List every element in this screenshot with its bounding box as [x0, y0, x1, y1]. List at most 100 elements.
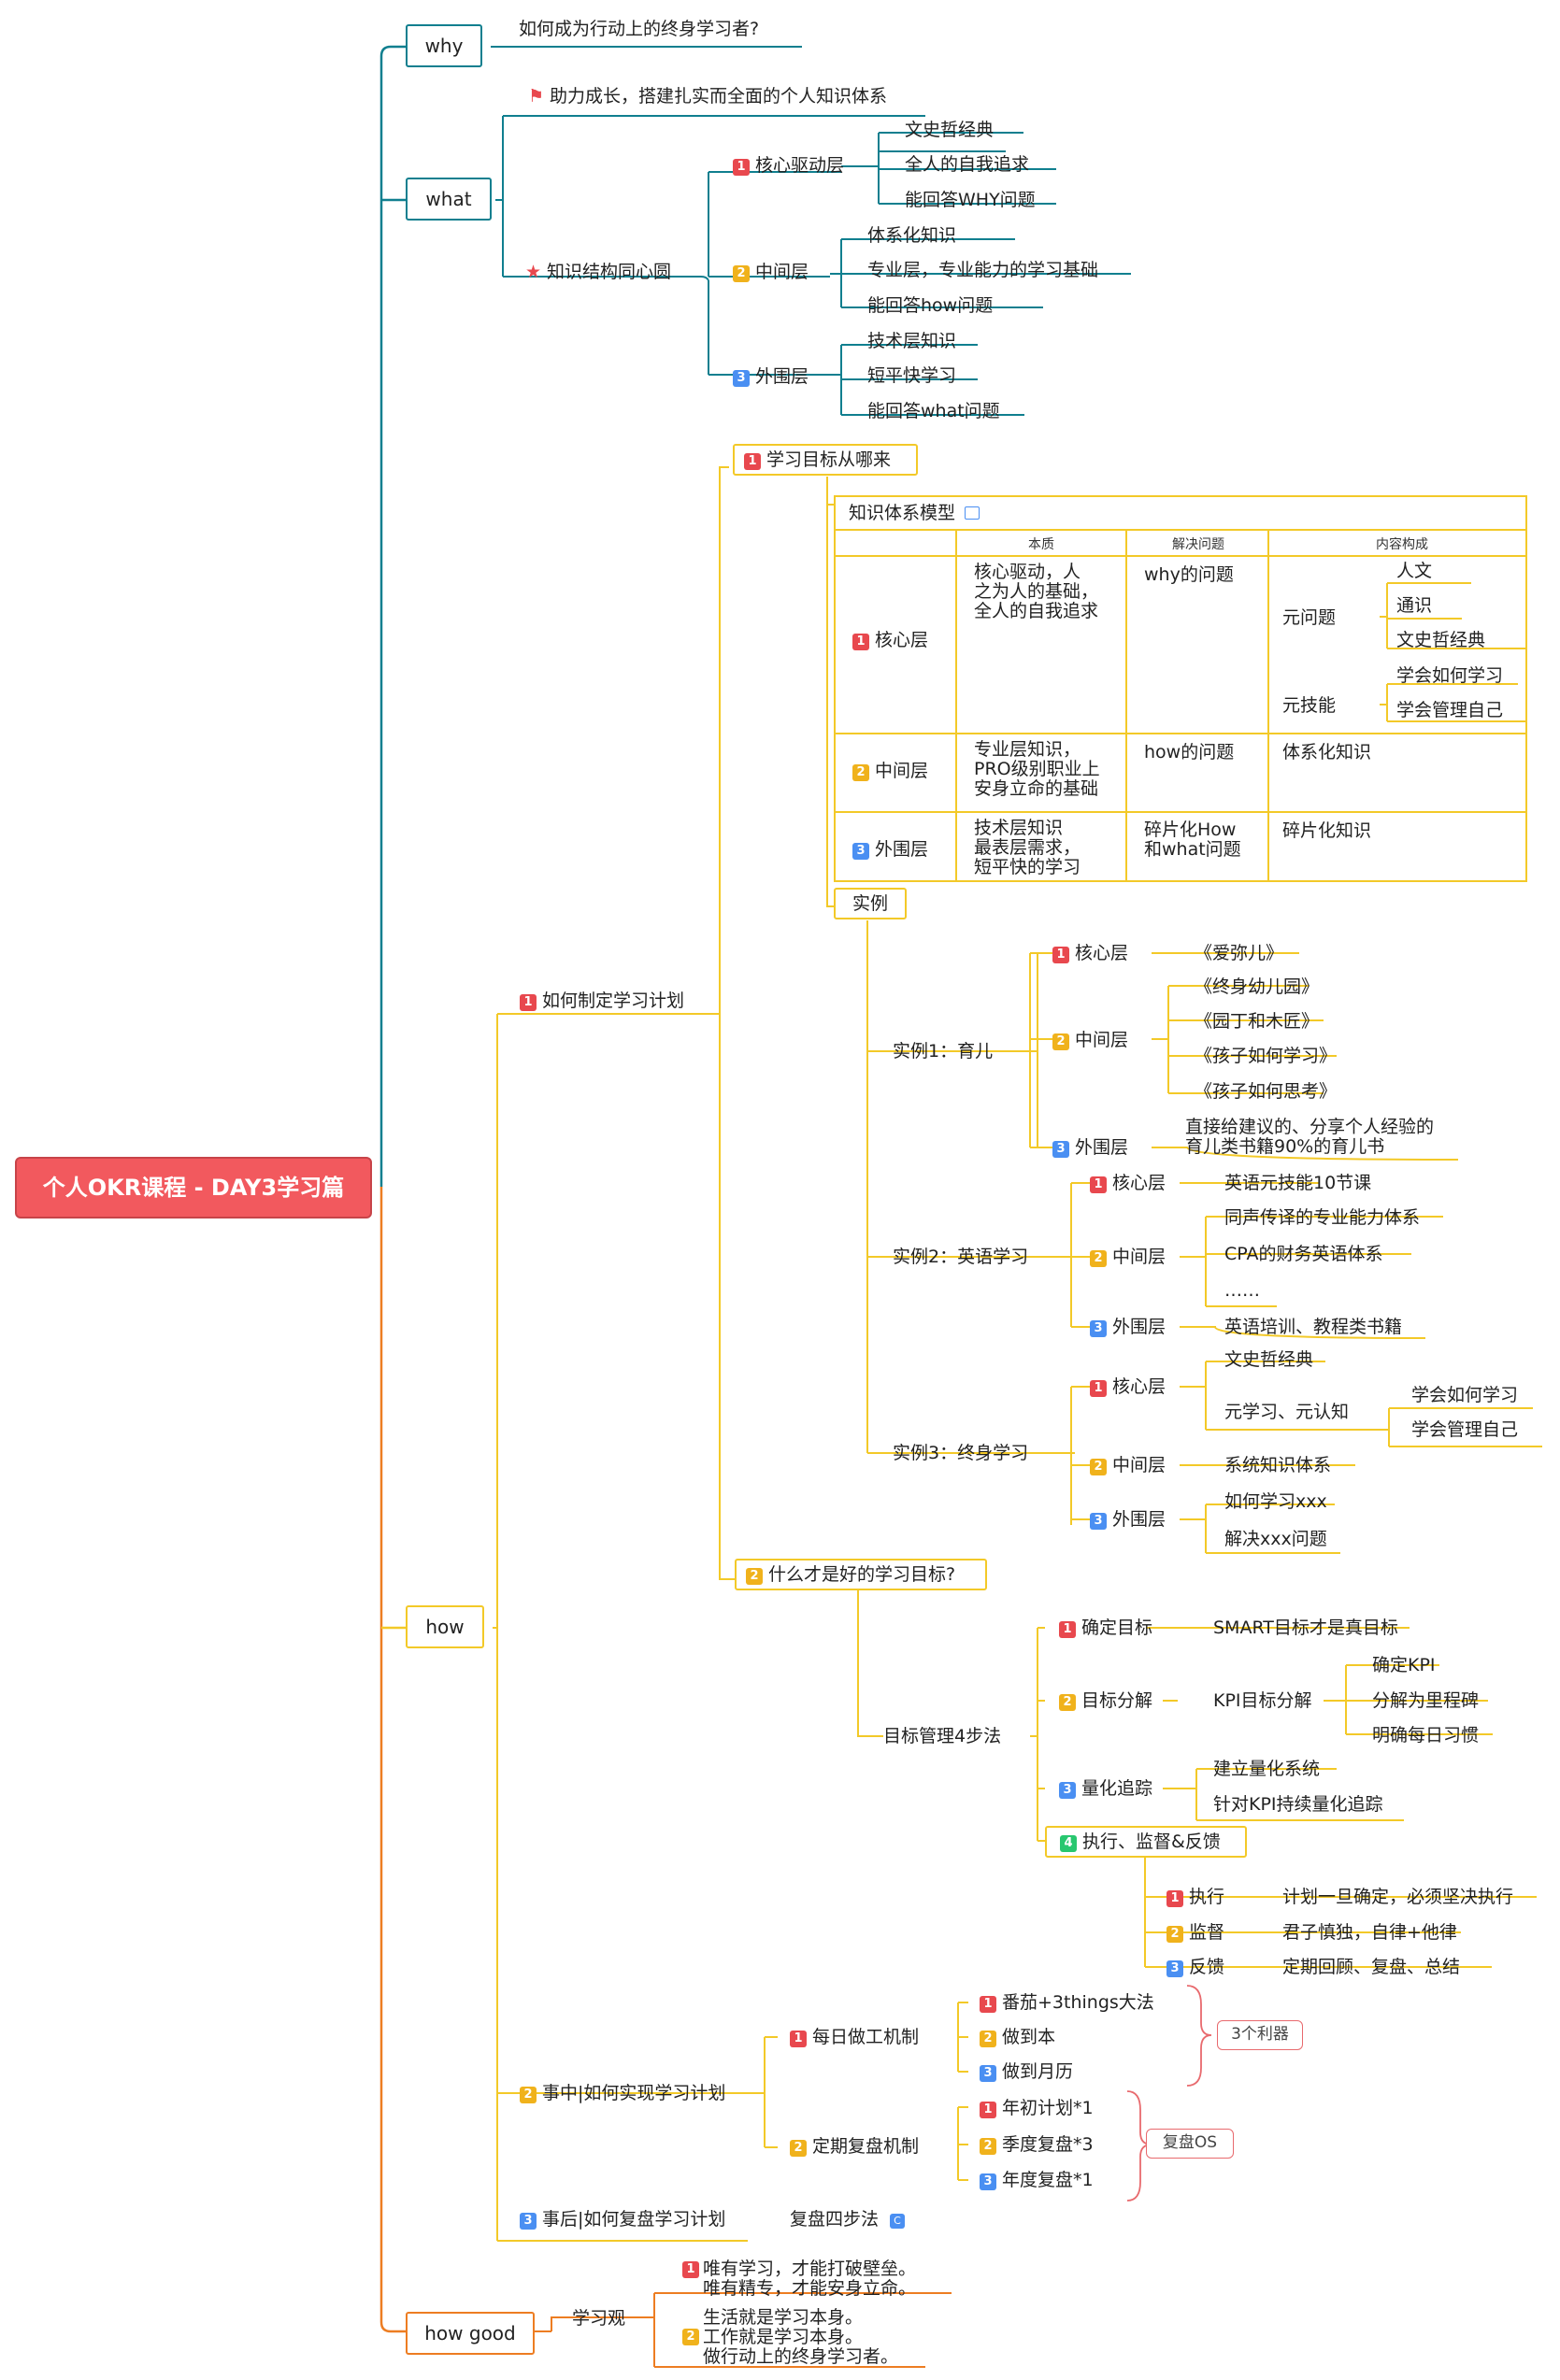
ex3-item[interactable]: 系统知识体系	[1224, 1455, 1332, 1475]
ex2-item[interactable]: CPA的财务英语体系	[1224, 1244, 1383, 1264]
track-item[interactable]: 建立量化系统	[1213, 1759, 1321, 1779]
exec-detail[interactable]: 定期回顾、复盘、总结	[1282, 1957, 1461, 1977]
priority-3-icon: 3	[980, 2065, 996, 2082]
ex2-item[interactable]: 同声传译的专业能力体系	[1224, 1207, 1421, 1228]
ex3-item[interactable]: 解决xxx问题	[1224, 1529, 1327, 1549]
row-middle-problem: how的问题	[1144, 742, 1235, 762]
ex3-item[interactable]: 如何学习xxx	[1224, 1491, 1327, 1512]
node-how[interactable]: how	[406, 1605, 484, 1648]
what-model[interactable]: ★知识结构同心圆	[525, 262, 672, 282]
node-why[interactable]: why	[406, 24, 482, 67]
example-1[interactable]: 实例1：育儿	[893, 1041, 994, 1062]
exec-detail[interactable]: 计划一旦确定，必须坚决执行	[1282, 1887, 1514, 1907]
ex1-book[interactable]: 《园丁和木匠》	[1195, 1011, 1320, 1032]
callout-review-os[interactable]: 复盘OS	[1146, 2129, 1234, 2159]
ex3-sub-item[interactable]: 学会如何学习	[1411, 1385, 1519, 1405]
ex1-outer-item[interactable]: 直接给建议的、分享个人经验的 育儿类书籍90%的育儿书	[1185, 1117, 1435, 1157]
ex2-item[interactable]: 英语培训、教程类书籍	[1224, 1317, 1403, 1337]
goal-method[interactable]: 目标管理4步法	[883, 1726, 1002, 1746]
track-item[interactable]: 针对KPI持续量化追踪	[1213, 1794, 1383, 1815]
star-icon: ★	[525, 262, 542, 282]
kpi-item[interactable]: 明确每日习惯	[1372, 1725, 1480, 1746]
what-goal[interactable]: ⚑助力成长，搭建扎实而全面的个人知识体系	[528, 86, 888, 107]
kpi-item[interactable]: 分解为里程碑	[1372, 1690, 1480, 1711]
layer-middle-item[interactable]: 能回答how问题	[867, 295, 994, 316]
priority-2-icon: 2	[682, 2329, 699, 2345]
exec-detail[interactable]: 君子慎独，自律+他律	[1282, 1922, 1457, 1943]
layer-core-item[interactable]: 全人的自我追求	[905, 154, 1030, 175]
callout-three-tools[interactable]: 3个利器	[1217, 2020, 1303, 2050]
layer-middle-item[interactable]: 专业层，专业能力的学习基础	[867, 260, 1099, 280]
header-essence: 本质	[1028, 537, 1054, 552]
ex3-item[interactable]: 文史哲经典	[1224, 1349, 1314, 1370]
layer-middle-item[interactable]: 体系化知识	[867, 225, 957, 246]
example-3[interactable]: 实例3：终身学习	[893, 1443, 1029, 1463]
ex1-book[interactable]: 《爱弥儿》	[1195, 943, 1284, 963]
layer-outer-item[interactable]: 技术层知识	[867, 331, 957, 351]
ex3-item[interactable]: 元学习、元认知	[1224, 1402, 1350, 1422]
ex2-item[interactable]: ……	[1224, 1280, 1260, 1301]
root-node[interactable]: 个人OKR课程 - DAY3学习篇	[15, 1157, 372, 1219]
ex2-item[interactable]: 英语元技能10节课	[1224, 1173, 1372, 1193]
examples-node[interactable]: 实例	[834, 888, 907, 919]
layer-outer-item[interactable]: 短平快学习	[867, 365, 957, 386]
ex1-book[interactable]: 《终身幼儿园》	[1195, 976, 1320, 997]
node-how-good[interactable]: how good	[406, 2312, 535, 2355]
example-2[interactable]: 实例2：英语学习	[893, 1247, 1029, 1267]
priority-2-icon: 2	[980, 2031, 996, 2047]
kpi-item[interactable]: 确定KPI	[1372, 1655, 1436, 1675]
layer-outer-item[interactable]: 能回答what问题	[867, 401, 1000, 421]
priority-2-icon: 2	[852, 764, 869, 781]
row-core-problem: why的问题	[1144, 564, 1234, 585]
layer-core-item[interactable]: 能回答WHY问题	[905, 190, 1036, 210]
learning-view[interactable]: 学习观	[572, 2308, 626, 2329]
meta-item: 学会管理自己	[1396, 700, 1504, 720]
ex3-sub-item[interactable]: 学会管理自己	[1411, 1419, 1519, 1440]
why-question[interactable]: 如何成为行动上的终身学习者?	[519, 19, 760, 39]
row-outer-essence: 技术层知识 最表层需求， 短平快的学习	[974, 818, 1081, 877]
ex1-book[interactable]: 《孩子如何思考》	[1195, 1081, 1338, 1102]
node-what[interactable]: what	[406, 178, 492, 221]
priority-2-icon: 2	[1059, 1694, 1076, 1711]
ex1-book[interactable]: 《孩子如何学习》	[1195, 1046, 1338, 1066]
step-1-detail[interactable]: SMART目标才是真目标	[1213, 1618, 1398, 1638]
layer-core-item[interactable]: 文史哲经典	[905, 120, 995, 140]
table-icon	[965, 506, 980, 520]
priority-3-icon: 3	[852, 843, 869, 860]
step-2-detail[interactable]: KPI目标分解	[1213, 1690, 1312, 1711]
